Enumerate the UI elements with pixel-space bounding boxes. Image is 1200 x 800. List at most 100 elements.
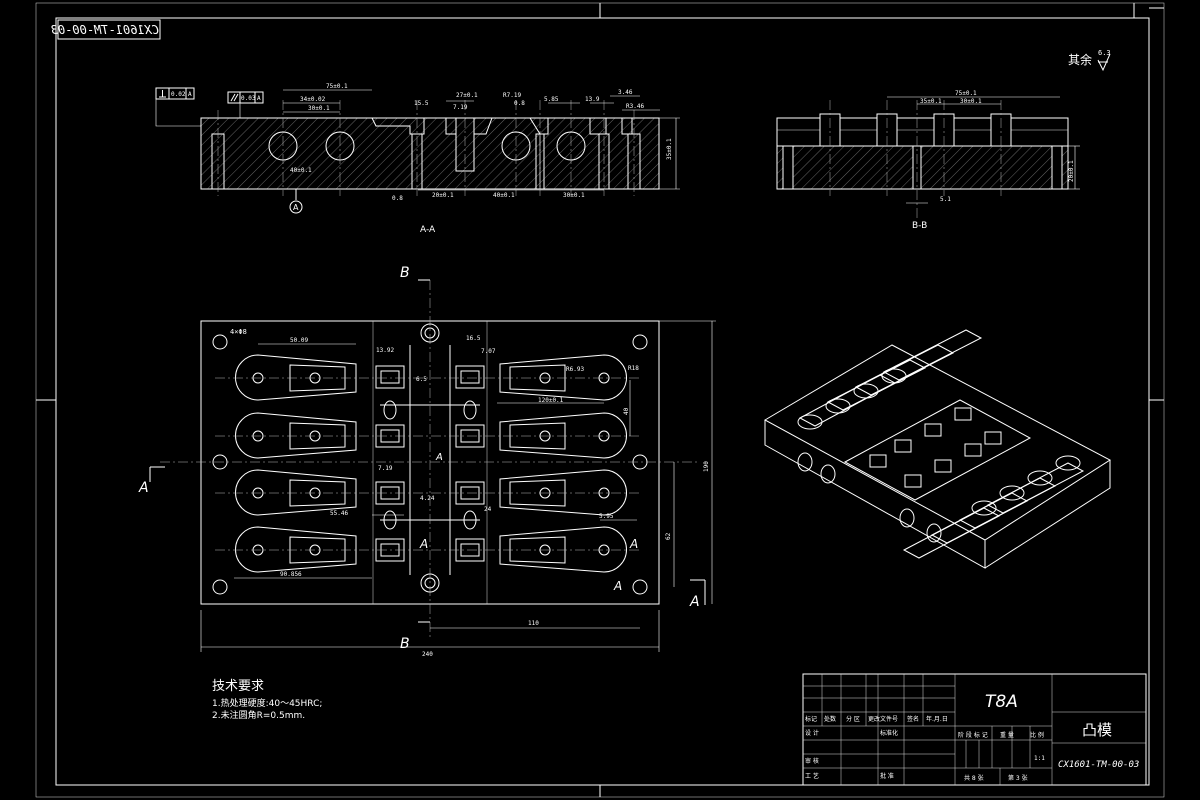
- roughness-value: 6.3: [1098, 49, 1111, 57]
- section-aa: 75±0.1 34±0.02 30±0.1 15.5 27±0.1 7.19 R…: [155, 83, 680, 235]
- tech-req-title: 技术要求: [212, 679, 264, 694]
- roughness-note-label: 其余: [1068, 52, 1092, 67]
- title-block: T8A 凸模 CX1601-TM-00-03 1:1 共 8 张 第 3 张 标…: [802, 673, 1147, 786]
- cut-label-a-right: A: [689, 594, 700, 610]
- tb-header-review: 审 核: [805, 757, 819, 765]
- aa-dim-7: R7.19: [503, 92, 521, 99]
- bb-dim-5: 20±0.1: [1068, 160, 1075, 182]
- plan-dim-240: 240: [422, 651, 433, 658]
- aa-dim-10: 13.9: [585, 96, 600, 103]
- cut-label-a-center-1: A: [419, 537, 428, 551]
- perp-value: 0.02: [171, 91, 186, 98]
- cut-label-a-right-lower: A: [613, 579, 622, 593]
- plan-dim-595: 5.95: [599, 513, 614, 520]
- plan-dim-62: 62: [665, 532, 672, 540]
- sheet-total-text: 共 8 张: [964, 774, 984, 782]
- tech-req-item-2: 2.未注圆角R=0.5mm.: [212, 709, 305, 721]
- isometric-view: [763, 329, 1111, 569]
- plan-dim-165: 16.5: [466, 335, 481, 342]
- sheet-num-text: 第 3 张: [1008, 774, 1028, 782]
- scale-text: 1:1: [1034, 755, 1045, 762]
- bb-punch-blocks: [819, 113, 1012, 147]
- cut-label-a-center-2: A: [629, 537, 638, 551]
- aa-dim-9: 5.85: [544, 96, 559, 103]
- tb-header-design: 设 计: [805, 729, 819, 737]
- tb-header-ratio: 比 例: [1030, 731, 1044, 739]
- parallelism-frame: 0.03 A: [227, 91, 264, 118]
- datum-label: A: [293, 203, 299, 212]
- tb-header-count: 处数: [824, 715, 836, 723]
- aa-dim-6: 7.19: [453, 104, 468, 111]
- tb-header-approve: 批 准: [880, 772, 894, 780]
- aa-dim-15: 30±0.1: [563, 192, 585, 199]
- plan-dim-5009: 50.09: [290, 337, 308, 344]
- aa-section-title: A-A: [420, 225, 436, 235]
- aa-dim-14: 40±0.1: [493, 192, 515, 199]
- cut-label-a-left: A: [138, 480, 149, 496]
- cut-lines: [149, 279, 706, 623]
- plan-dim-707: 7.07: [481, 348, 496, 355]
- tb-header-stage: 阶 段 标 记: [958, 731, 988, 739]
- bb-section-title: B-B: [912, 221, 927, 231]
- plan-dim-90856: 90.856: [280, 571, 302, 578]
- plan-dim-719: 7.19: [378, 465, 393, 472]
- plan-dim-24: 24: [484, 506, 492, 513]
- code-stamp: CX1601-TM-00-03: [51, 19, 161, 40]
- tb-header-change: 更改文件号: [868, 715, 898, 723]
- aa-dim-12: R3.46: [626, 103, 644, 110]
- plan-dim-110: 110: [528, 620, 539, 627]
- plan-dim-190: 190: [703, 461, 710, 472]
- roughness-symbol-icon: [1097, 53, 1111, 72]
- plan-view: A A A B B A A A 4×Φ8 50.09 13.92 16.5 7.…: [138, 265, 716, 658]
- section-bb: 75±0.1 35±0.1 30±0.1 5.1 20±0.1 B-B: [776, 90, 1080, 231]
- left-levers: [235, 354, 357, 573]
- plan-dim-r18: R18: [628, 365, 639, 372]
- plan-dim-424: 4.24: [420, 495, 435, 502]
- tb-header-mark: 标记: [805, 715, 817, 723]
- tb-header-zone: 分 区: [846, 715, 860, 723]
- tb-header-process: 工 艺: [805, 772, 819, 780]
- par-datum: A: [257, 95, 261, 102]
- cut-label-b-top: B: [400, 265, 410, 281]
- plan-dim-5546: 55.46: [330, 510, 348, 517]
- aa-dim-8: 0.8: [514, 100, 525, 107]
- aa-dim-1: 75±0.1: [326, 83, 348, 90]
- aa-dim-3: 30±0.1: [308, 105, 330, 112]
- tb-header-sign: 签名: [907, 715, 919, 723]
- plan-dim-40: 40: [623, 407, 630, 415]
- parallel-icon: [230, 93, 239, 102]
- aa-dim-2: 34±0.02: [300, 96, 326, 103]
- aa-dim-5: 27±0.1: [456, 92, 478, 99]
- roughness-note: 其余 6.3: [1068, 49, 1111, 72]
- drawing-number-text: CX1601-TM-00-03: [1058, 760, 1139, 770]
- tech-requirements: 技术要求 1.热处理硬度:40～45HRC; 2.未注圆角R=0.5mm.: [212, 679, 322, 721]
- cut-label-b-bottom: B: [400, 636, 410, 652]
- inner-frame: [55, 17, 1150, 786]
- aa-dim-17: 40±0.1: [290, 167, 312, 174]
- bb-dim-4: 5.1: [940, 196, 951, 203]
- right-levers: [499, 354, 627, 573]
- plan-dim-r693: R6.93: [566, 366, 584, 373]
- aa-dim-4: 15.5: [414, 100, 429, 107]
- par-value: 0.03: [241, 95, 256, 102]
- aa-dim-16: 35±0.1: [666, 138, 673, 160]
- bb-dim-2: 35±0.1: [920, 98, 942, 105]
- aa-dim-11: 3.46: [618, 89, 633, 96]
- part-name-text: 凸模: [1082, 721, 1112, 739]
- perp-datum: A: [188, 91, 192, 98]
- perpendicular-icon: [159, 90, 166, 98]
- perpendicularity-frame: 0.02 A: [155, 87, 201, 127]
- plan-dim-1392: 13.92: [376, 347, 394, 354]
- aa-dim-13: 20±0.1: [432, 192, 454, 199]
- code-stamp-text: CX1601-TM-00-03: [51, 23, 159, 37]
- cut-label-a-center-3: A: [435, 452, 443, 463]
- tb-header-weight: 重 量: [1000, 731, 1014, 739]
- material-text: T8A: [985, 692, 1018, 712]
- plan-dim-hole: 4×Φ8: [230, 328, 247, 336]
- plan-dim-65: 6.5: [416, 376, 427, 383]
- centering-marks: [36, 3, 1164, 797]
- bb-dim-1: 75±0.1: [955, 90, 977, 97]
- tech-req-item-1: 1.热处理硬度:40～45HRC;: [212, 697, 322, 709]
- tb-header-date: 年.月.日: [926, 715, 948, 723]
